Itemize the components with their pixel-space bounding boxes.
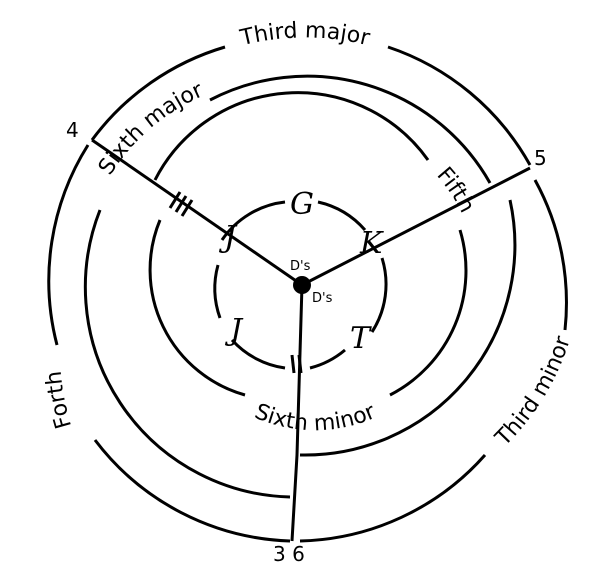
ring3-arc-right: [389, 229, 468, 397]
label-forth: Forth: [42, 370, 77, 432]
label-third-major: Third major: [237, 18, 373, 51]
spoke-left: [91, 138, 303, 287]
outer-arc-right: [533, 179, 568, 331]
inner-arc-bottom-left: [230, 338, 286, 370]
ring3-arc-left: [148, 219, 246, 397]
tick-left-3: [180, 199, 194, 217]
number-3-6: 3 6: [273, 542, 305, 566]
spoke-bottom: [290, 284, 304, 542]
label-sixth-major: Sixth major: [94, 77, 208, 179]
ring2-arc-right: [299, 199, 517, 457]
ring3-arc-top: [153, 91, 430, 181]
tick-left-1: [168, 191, 182, 209]
outer-arc-top: [90, 45, 226, 141]
inner-arc-bottom-right: [309, 348, 346, 370]
ring2-arc-left: [83, 209, 291, 499]
label-sixth-minor: Sixth minor: [251, 399, 380, 436]
tick-left-2: [174, 195, 188, 213]
number-4: 4: [66, 118, 79, 142]
inner-arc-left: [213, 264, 222, 319]
letter-i: J: [218, 220, 238, 255]
spoke-right: [301, 166, 531, 287]
label-third-minor: Third minor: [490, 332, 576, 451]
letter-j: J: [224, 313, 244, 348]
center-label-bottom: D's: [312, 291, 333, 306]
outer-arc-bottom-left: [93, 439, 291, 543]
label-fifth: Fifth: [432, 163, 480, 217]
ring2-arc-top: [209, 74, 492, 184]
inner-arc-top-right: [317, 200, 367, 231]
letter-t: T: [350, 321, 372, 356]
letter-g: G: [290, 187, 314, 222]
center-label-top: D's: [290, 259, 311, 274]
outer-arc-top-right: [387, 45, 532, 166]
tick-bottom-1: [290, 354, 296, 374]
tick-bottom-2: [297, 354, 303, 374]
inner-arc-right: [370, 257, 388, 333]
outer-arc-left: [47, 144, 90, 346]
center-dot: [293, 276, 311, 294]
letter-k: K: [359, 226, 384, 261]
outer-arc-bottom-right: [299, 454, 487, 543]
number-5: 5: [534, 146, 547, 170]
